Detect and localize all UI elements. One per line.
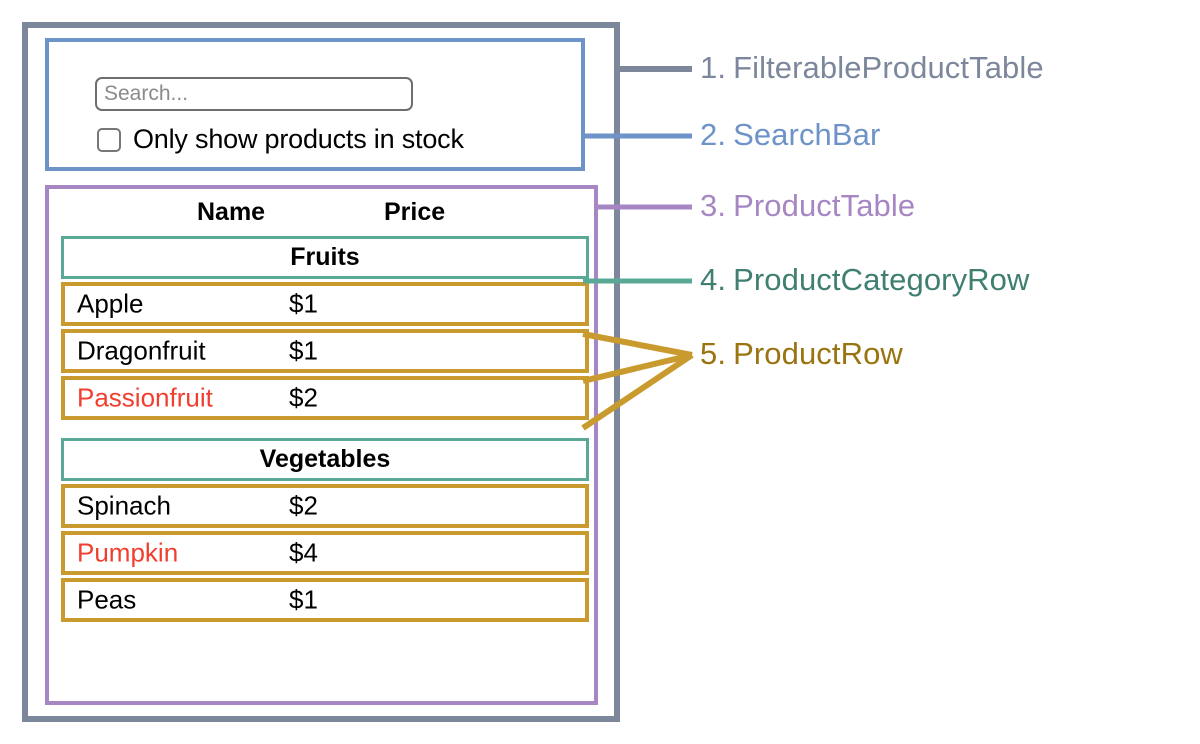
product-price: $2 [289,490,318,521]
product-row[interactable]: Passionfruit $2 [61,376,589,420]
product-name: Pumpkin [77,537,179,568]
product-price: $4 [289,537,318,568]
legend-label-text: FilterableProductTable [733,50,1044,85]
product-category-row: Fruits [61,236,589,279]
column-header-name: Name [197,198,266,226]
category-label: Fruits [290,243,360,271]
legend-label-text: SearchBar [733,117,881,152]
legend-number: 1. [700,50,727,85]
legend-number: 5. [700,336,727,371]
product-price: $1 [289,584,318,615]
product-row[interactable]: Dragonfruit $1 [61,329,589,373]
legend-number: 2. [700,117,727,152]
legend-label-text: ProductCategoryRow [733,262,1030,297]
column-header-price: Price [384,198,446,226]
legend-item-4: 4.ProductCategoryRow [700,262,1030,298]
product-name: Passionfruit [77,382,213,413]
legend-label-text: ProductRow [733,336,903,371]
in-stock-checkbox-row[interactable]: Only show products in stock [97,124,464,155]
product-name: Apple [77,288,144,319]
legend-item-1: 1.FilterableProductTable [700,50,1044,86]
product-row[interactable]: Spinach $2 [61,484,589,528]
search-input[interactable] [95,77,413,111]
legend-number: 4. [700,262,727,297]
product-table-inner: Name Price Fruits Apple $1 Dragonfruit $… [59,189,591,622]
checkbox-icon[interactable] [97,127,121,152]
legend-number: 3. [700,188,727,223]
product-name: Spinach [77,490,171,521]
in-stock-checkbox-label: Only show products in stock [133,124,464,154]
legend-label-text: ProductTable [733,188,916,223]
product-name: Dragonfruit [77,335,206,366]
search-bar-box: Only show products in stock [45,38,585,171]
product-row[interactable]: Pumpkin $4 [61,531,589,575]
product-price: $1 [289,335,318,366]
product-table-box: Name Price Fruits Apple $1 Dragonfruit $… [45,185,598,705]
product-price: $1 [289,288,318,319]
product-price: $2 [289,382,318,413]
product-name: Peas [77,584,137,615]
product-row[interactable]: Apple $1 [61,282,589,326]
product-row[interactable]: Peas $1 [61,578,589,622]
legend-item-5: 5.ProductRow [700,336,903,372]
legend-item-2: 2.SearchBar [700,117,880,153]
table-header-row: Name Price [59,189,591,236]
product-category-row: Vegetables [61,438,589,481]
legend-item-3: 3.ProductTable [700,188,915,224]
category-label: Vegetables [259,445,391,473]
